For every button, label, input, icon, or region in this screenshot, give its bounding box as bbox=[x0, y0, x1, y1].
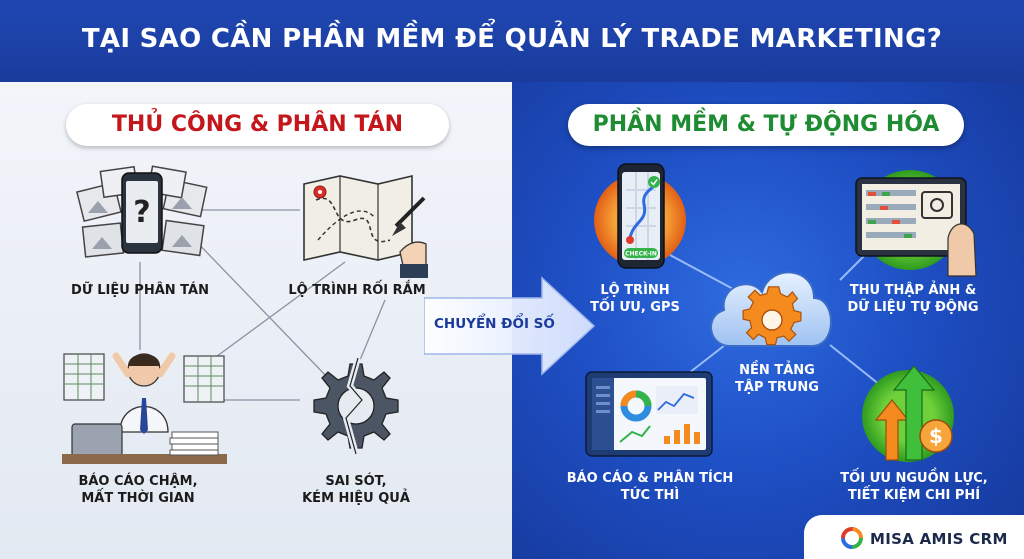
auto-capture-label: THU THẬP ẢNH & DỮ LIỆU TỰ ĐỘNG bbox=[847, 283, 979, 315]
cost-saving-icon: $ bbox=[862, 365, 954, 462]
resource-optimize-label: TỐI ƯU NGUỒN LỰC, TIẾT KIỆM CHI PHÍ bbox=[840, 471, 988, 503]
header-banner: TẠI SAO CẦN PHẦN MỀM ĐỂ QUẢN LÝ TRADE MA… bbox=[0, 0, 1024, 82]
realtime-report-label: BÁO CÁO & PHÂN TÍCH TỨC THÌ bbox=[566, 471, 734, 503]
manual-heading: THỦ CÔNG & PHÂN TÁN bbox=[66, 104, 449, 146]
scattered-data-icon: ? bbox=[76, 165, 208, 258]
page-title: TẠI SAO CẦN PHẦN MỀM ĐỂ QUẢN LÝ TRADE MA… bbox=[81, 24, 943, 54]
errors-label: SAI SÓT, KÉM HIỆU QUẢ bbox=[302, 474, 410, 506]
software-heading: PHẦN MỀM & TỰ ĐỘNG HÓA bbox=[568, 104, 964, 146]
messy-route-label: LỘ TRÌNH RỐI RẮM bbox=[288, 283, 426, 298]
scattered-data-label: DỮ LIỆU PHÂN TÁN bbox=[71, 283, 209, 298]
svg-text:?: ? bbox=[133, 195, 150, 230]
dashboard-icon bbox=[585, 371, 713, 457]
stressed-worker-icon bbox=[62, 352, 227, 464]
transformation-arrow bbox=[424, 276, 596, 376]
cloud-gear-icon bbox=[710, 271, 832, 347]
transformation-label: CHUYỂN ĐỔI SỐ bbox=[434, 316, 555, 332]
gps-route-label: LỘ TRÌNH TỐI ƯU, GPS bbox=[590, 283, 680, 315]
gps-phone-icon: CHECK-IN bbox=[594, 163, 686, 269]
slow-report-label: BÁO CÁO CHẬM, MẤT THỜI GIAN bbox=[78, 474, 198, 506]
brand-badge bbox=[804, 515, 1024, 559]
svg-text:$: $ bbox=[929, 424, 943, 448]
brand-name: MISA AMIS CRM bbox=[870, 530, 1008, 548]
central-platform-label: NỀN TẢNG TẬP TRUNG bbox=[735, 363, 819, 395]
brand-logo-icon bbox=[841, 527, 863, 549]
messy-map-icon bbox=[303, 174, 428, 278]
broken-gear-icon bbox=[313, 357, 399, 455]
photo-capture-icon bbox=[855, 170, 977, 277]
checkin-badge: CHECK-IN bbox=[625, 251, 657, 258]
